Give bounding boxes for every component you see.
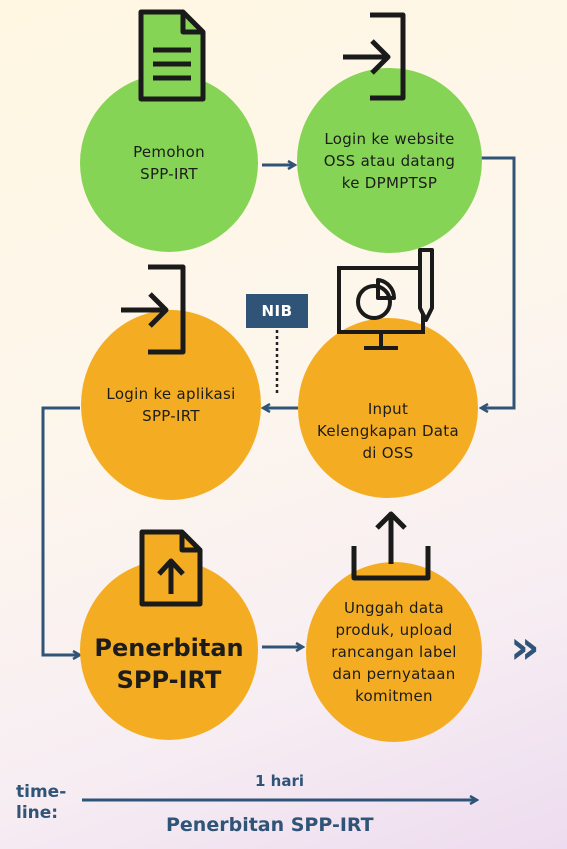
- next-chevron-icon: »: [510, 620, 540, 674]
- login-icon: [121, 264, 186, 355]
- step-login-sppirt-label: Login ke aplikasi SPP-IRT: [106, 385, 236, 425]
- document-icon: [138, 9, 206, 102]
- step-input-data-label: Input Kelengkapan Data di OSS: [317, 400, 459, 462]
- nib-badge: NIB: [246, 294, 308, 328]
- arrow-step3-to-step5: [41, 406, 80, 655]
- step-penerbitan-label: Penerbitan SPP-IRT: [94, 634, 244, 694]
- step-unggah-circle: Unggah data produk, upload rancangan lab…: [306, 562, 482, 742]
- step-login-oss-label: Login ke website OSS atau datang ke DPMP…: [323, 129, 456, 192]
- login-icon: [343, 12, 406, 101]
- upload-document-icon: [139, 529, 203, 607]
- step-login-oss-circle: Login ke website OSS atau datang ke DPMP…: [297, 68, 482, 253]
- step-pemohon-circle: Pemohon SPP-IRT: [80, 74, 258, 252]
- step-login-sppirt-circle: Login ke aplikasi SPP-IRT: [81, 310, 261, 500]
- timeline-label: time- line:: [16, 782, 67, 823]
- timeline-title: Penerbitan SPP-IRT: [166, 814, 374, 836]
- step-pemohon-label: Pemohon SPP-IRT: [133, 143, 205, 183]
- step-unggah-label: Unggah data produk, upload rancangan lab…: [331, 599, 457, 705]
- timeline-duration: 1 hari: [255, 772, 304, 790]
- computer-pie-chart-icon: [337, 248, 434, 350]
- arrow-step2-to-step4: [480, 156, 516, 408]
- upload-tray-icon: [351, 511, 431, 581]
